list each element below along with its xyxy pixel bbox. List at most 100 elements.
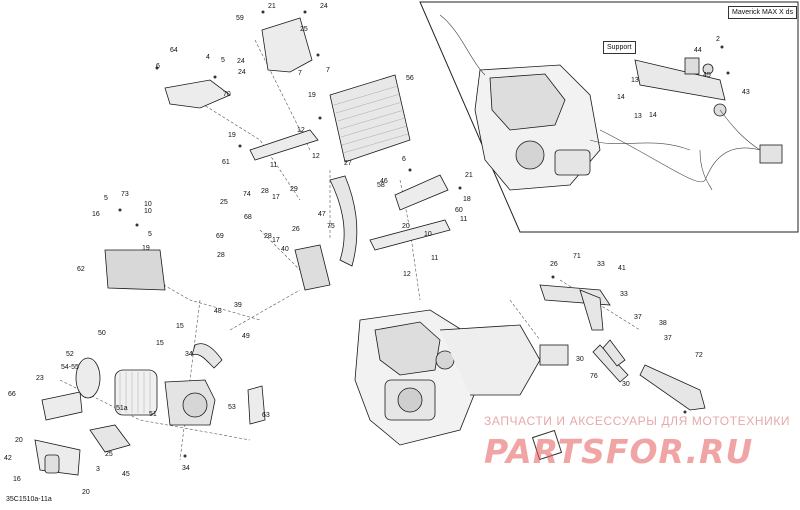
callout-56: 56 bbox=[406, 75, 414, 82]
callout-72: 72 bbox=[695, 352, 703, 359]
callout-7: 7 bbox=[326, 67, 330, 74]
callout-74: 74 bbox=[243, 191, 251, 198]
hoses bbox=[89, 175, 706, 453]
callout-11: 11 bbox=[431, 255, 438, 262]
callout-66: 66 bbox=[8, 391, 16, 398]
inset-callout-13: 13 bbox=[634, 113, 642, 120]
inset-title: Maverick MAX X ds bbox=[728, 6, 798, 19]
inset-callout-14: 14 bbox=[649, 112, 657, 119]
callout-20: 20 bbox=[15, 437, 23, 444]
callout-27: 27 bbox=[344, 160, 352, 167]
callout-16: 16 bbox=[92, 211, 100, 218]
callout-60: 60 bbox=[455, 207, 463, 214]
inset-engine bbox=[474, 57, 783, 191]
callout-3: 3 bbox=[96, 466, 100, 473]
callout-12: 12 bbox=[403, 271, 411, 278]
callout-20: 20 bbox=[82, 489, 90, 496]
callout-17: 17 bbox=[272, 237, 280, 244]
inset-callout-43: 43 bbox=[742, 89, 750, 96]
fasteners bbox=[118, 10, 730, 458]
callout-24: 24 bbox=[320, 3, 328, 10]
callout-21: 21 bbox=[465, 172, 473, 179]
callout-28: 28 bbox=[261, 188, 269, 195]
callout-11: 11 bbox=[270, 162, 277, 169]
callout-62: 62 bbox=[77, 266, 85, 273]
callout-18: 18 bbox=[463, 196, 471, 203]
callout-26: 26 bbox=[292, 226, 300, 233]
callout-21: 21 bbox=[268, 3, 276, 10]
callout-39: 39 bbox=[234, 302, 242, 309]
reference-code: 35C1510a-11a bbox=[6, 496, 52, 503]
callout-41: 41 bbox=[618, 265, 626, 272]
callout-10: 10 bbox=[144, 201, 152, 208]
callout-26: 26 bbox=[550, 261, 558, 268]
callout-19: 19 bbox=[308, 92, 316, 99]
callout-19: 19 bbox=[228, 132, 236, 139]
callout-10: 10 bbox=[424, 231, 432, 238]
callout-45: 45 bbox=[122, 471, 130, 478]
inset-callout-14: 14 bbox=[617, 94, 625, 101]
callout-16: 16 bbox=[13, 476, 21, 483]
callout-42: 42 bbox=[4, 455, 12, 462]
callout-20: 20 bbox=[402, 223, 410, 230]
intercooler bbox=[329, 74, 411, 163]
engine-assembly bbox=[354, 309, 569, 446]
watermark-tagline: ЗАПЧАСТИ И АКСЕССУАРЫ ДЛЯ МОТОТЕХНИКИ bbox=[484, 414, 791, 428]
callout-12: 12 bbox=[297, 127, 305, 134]
callout-54-55: 54-55 bbox=[61, 364, 79, 371]
callout-68: 68 bbox=[244, 214, 252, 221]
callout-5: 5 bbox=[221, 57, 225, 64]
callout-28: 28 bbox=[264, 233, 272, 240]
callout-48: 48 bbox=[214, 308, 222, 315]
callout-15: 15 bbox=[176, 323, 184, 330]
inset-callout-2: 2 bbox=[716, 36, 720, 43]
callout-17: 17 bbox=[272, 194, 280, 201]
callout-24: 24 bbox=[238, 69, 246, 76]
inset-callout-44: 44 bbox=[694, 47, 702, 54]
callout-5: 5 bbox=[148, 231, 152, 238]
callout-28: 28 bbox=[217, 252, 225, 259]
callout-12: 12 bbox=[312, 153, 320, 160]
callout-59: 59 bbox=[236, 15, 244, 22]
callout-50: 50 bbox=[98, 330, 106, 337]
callout-52: 52 bbox=[66, 351, 74, 358]
inset-wiring bbox=[439, 14, 761, 191]
callout-23: 23 bbox=[36, 375, 44, 382]
callout-37: 37 bbox=[664, 335, 672, 342]
callout-69: 69 bbox=[216, 233, 224, 240]
callout-46: 46 bbox=[380, 178, 388, 185]
callout-30: 30 bbox=[622, 381, 630, 388]
callout-51: 51 bbox=[149, 411, 157, 418]
callout-19: 19 bbox=[142, 245, 150, 252]
callout-49: 49 bbox=[242, 333, 250, 340]
watermark-logo: PARTSFOR.RU bbox=[484, 432, 754, 471]
support-label: Support bbox=[603, 41, 636, 54]
callout-76: 76 bbox=[590, 373, 598, 380]
callout-38: 38 bbox=[659, 320, 667, 327]
inset-callout-45: 45 bbox=[703, 72, 711, 79]
callout-15: 15 bbox=[156, 340, 164, 347]
callout-33: 33 bbox=[597, 261, 605, 268]
callout-29: 29 bbox=[290, 186, 298, 193]
callout-24: 24 bbox=[237, 58, 245, 65]
callout-70: 70 bbox=[223, 91, 231, 98]
callout-37: 37 bbox=[634, 314, 642, 321]
callout-61: 61 bbox=[222, 159, 230, 166]
callout-10: 10 bbox=[144, 208, 152, 215]
callout-25: 25 bbox=[220, 199, 228, 206]
inset-callout-13: 13 bbox=[631, 77, 639, 84]
callout-25: 25 bbox=[105, 451, 113, 458]
callout-40: 40 bbox=[281, 246, 289, 253]
callout-7: 7 bbox=[298, 70, 302, 77]
callout-6: 6 bbox=[402, 156, 406, 163]
callout-73: 73 bbox=[121, 191, 129, 198]
callout-5: 5 bbox=[104, 195, 108, 202]
callout-6: 6 bbox=[156, 63, 160, 70]
air-filter-assembly bbox=[44, 357, 266, 474]
callout-63: 63 bbox=[262, 412, 270, 419]
callout-71: 71 bbox=[573, 253, 581, 260]
callout-4: 4 bbox=[206, 54, 210, 61]
